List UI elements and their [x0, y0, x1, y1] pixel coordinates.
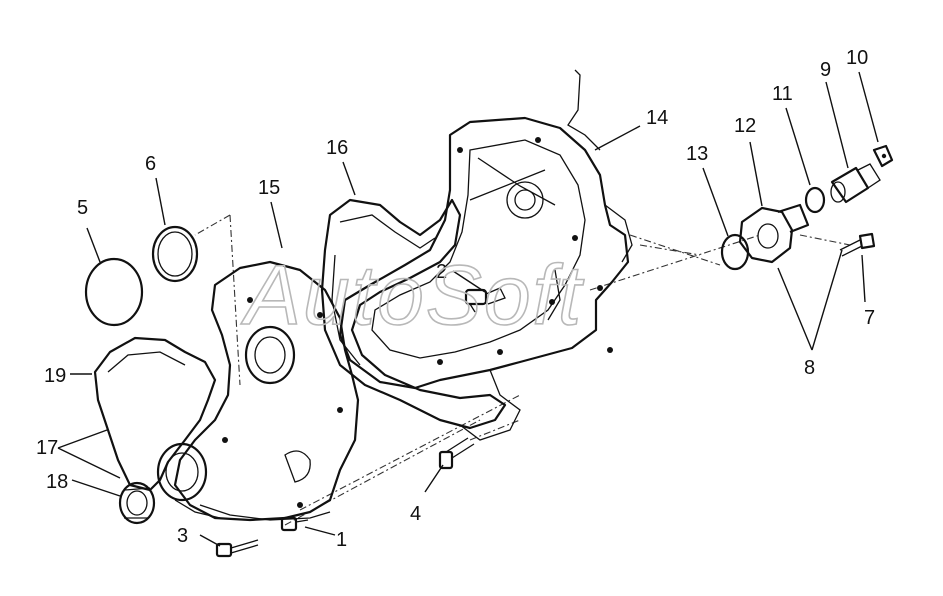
front-cover-gasket — [93, 336, 331, 521]
gasket — [320, 198, 507, 430]
callout-13: 13 — [686, 143, 708, 165]
callout-3: 3 — [177, 525, 188, 547]
stud — [438, 437, 475, 470]
callout-2: 2 — [436, 261, 447, 283]
callout-labels: 1 2 3 4 5 6 7 8 9 10 11 12 13 14 15 16 1… — [36, 47, 875, 551]
callout-10: 10 — [846, 47, 868, 69]
gear-housing — [338, 69, 633, 441]
callout-16: 16 — [326, 137, 348, 159]
oil-seal — [118, 481, 156, 525]
callout-7: 7 — [864, 307, 875, 329]
callout-17: 17 — [36, 437, 58, 459]
callout-4: 4 — [410, 503, 421, 525]
front-cover — [173, 260, 360, 522]
callout-18: 18 — [46, 471, 68, 493]
hex-bolt — [839, 232, 876, 257]
callout-9: 9 — [820, 59, 831, 81]
callout-19: 19 — [44, 365, 66, 387]
callout-14: 14 — [646, 107, 668, 129]
crankshaft-seal-bore — [156, 442, 208, 502]
callout-1: 1 — [336, 529, 347, 551]
callout-5: 5 — [77, 197, 88, 219]
flange-housing — [738, 203, 810, 264]
sensor-plug — [464, 287, 506, 313]
callout-15: 15 — [258, 177, 280, 199]
watermark: AutoSoft — [240, 248, 585, 342]
seal-ring — [151, 225, 199, 283]
o-ring-large — [84, 257, 144, 327]
retaining-ring — [804, 186, 826, 214]
callout-6: 6 — [145, 153, 156, 175]
callout-8: 8 — [804, 357, 815, 379]
callout-12: 12 — [734, 115, 756, 137]
callout-11: 11 — [772, 83, 793, 105]
drive-shaft — [830, 163, 881, 204]
end-cap — [872, 144, 894, 168]
o-ring-small — [720, 233, 750, 271]
bolt-long — [215, 539, 259, 558]
bolt-short — [280, 516, 309, 532]
leader-lines — [57, 71, 879, 547]
